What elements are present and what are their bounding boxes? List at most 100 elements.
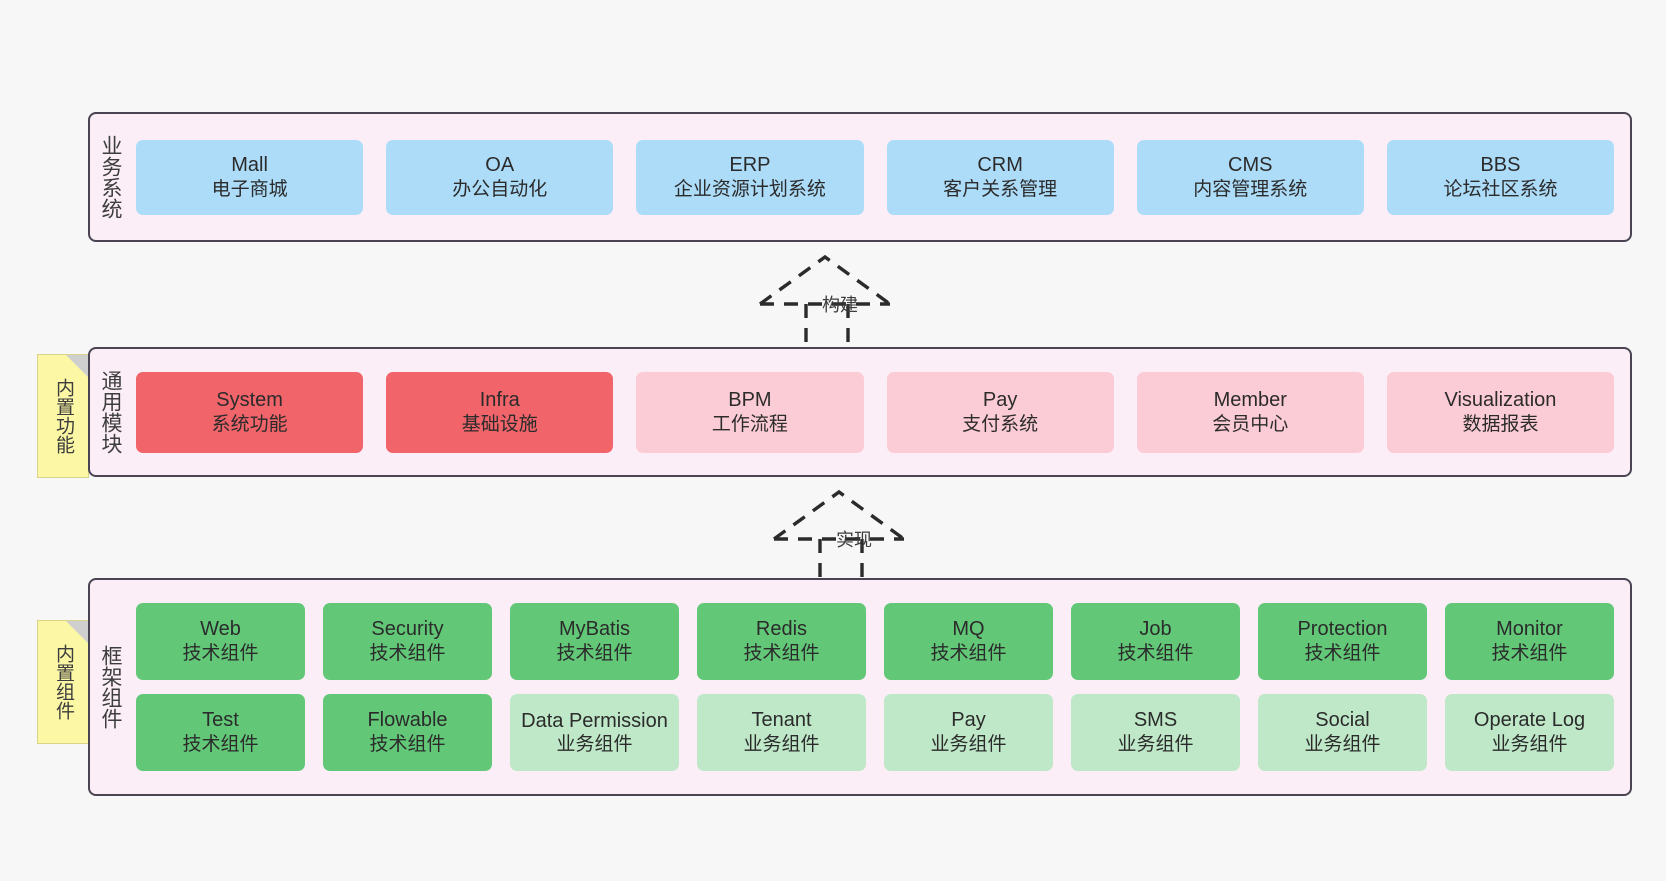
box-crm-en: CRM <box>977 153 1023 176</box>
box-system[interactable]: System 系统功能 <box>136 371 364 453</box>
box-pay-module[interactable]: Pay 支付系统 <box>886 371 1114 453</box>
builtin-function-note: 内置功能 <box>37 354 89 478</box>
box-infra-cn: 基础设施 <box>461 413 538 435</box>
box-monitor[interactable]: Monitor 技术组件 <box>1445 603 1614 680</box>
box-bpm-cn: 工作流程 <box>711 413 788 435</box>
box-mall[interactable]: Mall 电子商城 <box>136 139 364 215</box>
layer-body-frame: Web 技术组件 Security 技术组件 MyBatis 技术组件 Redi… <box>130 580 1630 794</box>
box-erp-en: ERP <box>729 153 771 176</box>
box-social-en: Social <box>1315 709 1370 732</box>
box-pay-module-en: Pay <box>982 388 1018 411</box>
note-fold-icon <box>66 621 88 643</box>
layer-title-common: 通用模块 <box>98 370 122 454</box>
box-pay-component[interactable]: Pay 业务组件 <box>884 694 1053 771</box>
box-bpm[interactable]: BPM 工作流程 <box>636 371 864 453</box>
box-redis[interactable]: Redis 技术组件 <box>697 603 866 680</box>
box-job-cn: 技术组件 <box>1117 643 1194 665</box>
box-visualization[interactable]: Visualization 数据报表 <box>1386 371 1615 453</box>
box-redis-cn: 技术组件 <box>743 643 820 665</box>
layer-common-modules: 通用模块 System 系统功能 Infra 基础设施 BPM 工作流程 Pay… <box>88 347 1632 477</box>
box-data-permission[interactable]: Data Permission 业务组件 <box>510 694 679 771</box>
box-web[interactable]: Web 技术组件 <box>136 603 305 680</box>
box-visualization-cn: 数据报表 <box>1462 413 1539 435</box>
box-member[interactable]: Member 会员中心 <box>1136 371 1364 453</box>
note-fold-icon <box>66 355 88 377</box>
box-mq-en: MQ <box>952 618 985 641</box>
box-data-permission-en: Data Permission <box>521 709 668 732</box>
box-job[interactable]: Job 技术组件 <box>1071 603 1240 680</box>
box-visualization-en: Visualization <box>1444 388 1557 411</box>
box-oa-en: OA <box>485 153 515 176</box>
box-operate-log-cn: 业务组件 <box>1491 734 1568 756</box>
box-pay-component-cn: 业务组件 <box>930 734 1007 756</box>
box-infra-en: Infra <box>479 388 520 411</box>
box-cms-cn: 内容管理系统 <box>1193 178 1308 200</box>
box-monitor-en: Monitor <box>1496 618 1563 641</box>
box-web-en: Web <box>200 618 241 641</box>
box-oa[interactable]: OA 办公自动化 <box>386 139 614 215</box>
implement-arrow-head <box>773 489 905 541</box>
box-protection-en: Protection <box>1297 618 1388 641</box>
box-protection[interactable]: Protection 技术组件 <box>1258 603 1427 680</box>
box-bbs-cn: 论坛社区系统 <box>1443 178 1558 200</box>
box-sms[interactable]: SMS 业务组件 <box>1071 694 1240 771</box>
box-flowable[interactable]: Flowable 技术组件 <box>323 694 492 771</box>
box-test-cn: 技术组件 <box>182 734 259 756</box>
box-flowable-en: Flowable <box>367 709 448 732</box>
box-oa-cn: 办公自动化 <box>452 178 548 200</box>
layer-body-common: System 系统功能 Infra 基础设施 BPM 工作流程 Pay 支付系统… <box>130 349 1630 475</box>
box-bpm-en: BPM <box>728 388 772 411</box>
box-data-permission-cn: 业务组件 <box>556 734 633 756</box>
layer-title-business: 业务系统 <box>98 135 122 219</box>
box-operate-log-en: Operate Log <box>1473 709 1586 732</box>
box-security-en: Security <box>371 618 444 641</box>
build-arrow-head <box>759 254 891 306</box>
box-member-cn: 会员中心 <box>1212 413 1289 435</box>
box-operate-log[interactable]: Operate Log 业务组件 <box>1445 694 1614 771</box>
box-test[interactable]: Test 技术组件 <box>136 694 305 771</box>
box-cms[interactable]: CMS 内容管理系统 <box>1136 139 1364 215</box>
row-frame-biz: Test 技术组件 Flowable 技术组件 Data Permission … <box>136 694 1614 771</box>
box-pay-module-cn: 支付系统 <box>962 413 1039 435</box>
row-common-1: System 系统功能 Infra 基础设施 BPM 工作流程 Pay 支付系统… <box>136 371 1615 453</box>
box-mq-cn: 技术组件 <box>930 643 1007 665</box>
box-sms-en: SMS <box>1133 709 1178 732</box>
box-security-cn: 技术组件 <box>369 643 446 665</box>
box-crm[interactable]: CRM 客户关系管理 <box>886 139 1114 215</box>
box-mybatis-cn: 技术组件 <box>556 643 633 665</box>
box-sms-cn: 业务组件 <box>1117 734 1194 756</box>
box-tenant-en: Tenant <box>751 709 812 732</box>
box-security[interactable]: Security 技术组件 <box>323 603 492 680</box>
box-mall-cn: 电子商城 <box>211 178 288 200</box>
box-monitor-cn: 技术组件 <box>1491 643 1568 665</box>
box-mybatis-en: MyBatis <box>558 618 631 641</box>
box-system-cn: 系统功能 <box>211 413 288 435</box>
box-job-en: Job <box>1139 618 1172 641</box>
box-member-en: Member <box>1213 388 1287 411</box>
box-test-en: Test <box>202 709 239 732</box>
box-bbs[interactable]: BBS 论坛社区系统 <box>1386 139 1615 215</box>
box-web-cn: 技术组件 <box>182 643 259 665</box>
box-redis-en: Redis <box>755 618 808 641</box>
builtin-component-note-label: 内置组件 <box>53 644 75 720</box>
box-mq[interactable]: MQ 技术组件 <box>884 603 1053 680</box>
layer-body-business: Mall 电子商城 OA 办公自动化 ERP 企业资源计划系统 CRM 客户关系… <box>130 114 1630 240</box>
box-tenant-cn: 业务组件 <box>743 734 820 756</box>
box-cms-en: CMS <box>1228 153 1273 176</box>
builtin-component-note: 内置组件 <box>37 620 89 744</box>
box-protection-cn: 技术组件 <box>1304 643 1381 665</box>
box-pay-component-en: Pay <box>951 709 986 732</box>
row-frame-tech: Web 技术组件 Security 技术组件 MyBatis 技术组件 Redi… <box>136 603 1614 680</box>
box-mybatis[interactable]: MyBatis 技术组件 <box>510 603 679 680</box>
box-erp-cn: 企业资源计划系统 <box>673 178 826 200</box>
box-tenant[interactable]: Tenant 业务组件 <box>697 694 866 771</box>
layer-business-systems: 业务系统 Mall 电子商城 OA 办公自动化 ERP 企业资源计划系统 CRM… <box>88 112 1632 242</box>
box-system-en: System <box>216 388 283 411</box>
box-erp[interactable]: ERP 企业资源计划系统 <box>636 139 864 215</box>
implement-connector-label: 实现 <box>836 530 872 550</box>
box-social-cn: 业务组件 <box>1304 734 1381 756</box>
box-social[interactable]: Social 业务组件 <box>1258 694 1427 771</box>
box-infra[interactable]: Infra 基础设施 <box>386 371 614 453</box>
box-mall-en: Mall <box>231 153 268 176</box>
